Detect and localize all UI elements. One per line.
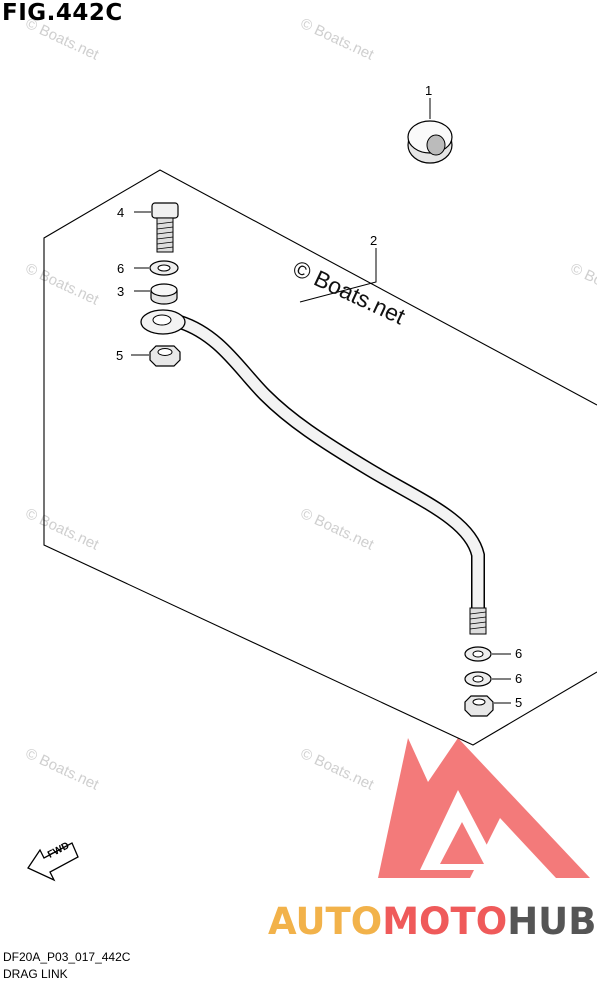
callout-6: 6 (117, 261, 125, 276)
part-2-drag-link (140, 248, 487, 635)
part-5-nut-lower (464, 695, 511, 717)
brand-part-auto: AUTO (268, 900, 383, 943)
part-1-nut (407, 98, 453, 164)
brand-part-hub: HUB (507, 900, 597, 943)
callout-3: 3 (117, 284, 125, 299)
callout-5: 5 (116, 348, 124, 363)
assembly-frame (43, 169, 597, 746)
callout-2: 2 (370, 233, 378, 248)
figure-title: FIG.442C (2, 0, 123, 26)
callout-6-lower: 6 (515, 646, 523, 661)
callout-1: 1 (425, 83, 433, 98)
part-3-collar (134, 283, 178, 305)
part-6-washer-lower-2 (464, 671, 511, 687)
figure-code: DF20A_P03_017_442C (3, 950, 131, 964)
brand-part-moto: MOTO (382, 900, 508, 943)
callout-6-lower-2: 6 (515, 671, 523, 686)
callout-5-lower: 5 (515, 695, 523, 710)
brand-wordmark: AUTOMOTOHUB (268, 900, 596, 943)
part-5-nut (131, 345, 181, 367)
part-6-washer (134, 260, 179, 276)
callout-4: 4 (117, 205, 125, 220)
part-4-bolt (134, 202, 179, 253)
part-6-washer-lower (464, 646, 511, 662)
fwd-arrow-icon (27, 842, 79, 882)
brand-logo-mark (378, 738, 590, 878)
figure-name: DRAG LINK (3, 967, 68, 981)
